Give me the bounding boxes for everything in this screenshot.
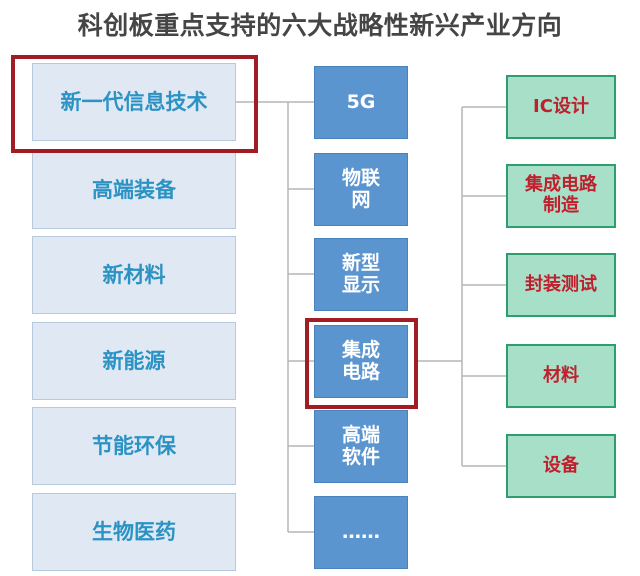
tech-box-more: …… xyxy=(314,496,408,569)
tech-label: …… xyxy=(342,520,380,543)
industry-box-energy-saving: 节能环保 xyxy=(32,407,236,485)
sub-label: 材料 xyxy=(543,364,579,386)
tech-box-integrated-circuit: 集成 电路 xyxy=(314,325,408,398)
industry-label: 生物医药 xyxy=(92,519,176,544)
tech-label: 新型 显示 xyxy=(341,251,380,296)
tech-label: 5G xyxy=(346,90,376,113)
tech-box-5g: 5G xyxy=(314,66,408,139)
tech-label: 高端 软件 xyxy=(341,423,380,468)
tech-label: 集成 电路 xyxy=(341,338,380,383)
tech-label: 物联 网 xyxy=(341,166,380,211)
tech-box-new-display: 新型 显示 xyxy=(314,238,408,311)
sub-box-ic-design: IC设计 xyxy=(506,75,616,139)
highlight-frame-integrated-circuit xyxy=(305,318,418,409)
industry-box-new-materials: 新材料 xyxy=(32,236,236,314)
highlight-frame-next-gen-it xyxy=(11,55,258,153)
industry-label: 新材料 xyxy=(102,262,166,287)
industry-box-high-end-equipment: 高端装备 xyxy=(32,151,236,229)
sub-box-ic-manufacturing: 集成电路 制造 xyxy=(506,164,616,228)
industry-box-biomedicine: 生物医药 xyxy=(32,493,236,571)
tech-box-high-end-software: 高端 软件 xyxy=(314,410,408,483)
industry-label: 节能环保 xyxy=(92,433,176,458)
sub-label: 集成电路 制造 xyxy=(525,174,597,216)
sub-label: 设备 xyxy=(543,454,579,476)
sub-box-packaging-testing: 封装测试 xyxy=(506,253,616,317)
sub-label: 封装测试 xyxy=(525,273,597,295)
industry-box-next-gen-it: 新一代信息技术 xyxy=(32,63,236,141)
sub-box-materials: 材料 xyxy=(506,344,616,408)
industry-box-new-energy: 新能源 xyxy=(32,322,236,400)
industry-label: 新一代信息技术 xyxy=(60,89,208,114)
sub-box-equipment: 设备 xyxy=(506,434,616,498)
industry-label: 高端装备 xyxy=(92,177,176,202)
industry-label: 新能源 xyxy=(102,348,166,373)
sub-label: IC设计 xyxy=(533,95,589,117)
diagram-title: 科创板重点支持的六大战略性新兴产业方向 xyxy=(77,11,563,40)
tech-box-iot: 物联 网 xyxy=(314,153,408,226)
